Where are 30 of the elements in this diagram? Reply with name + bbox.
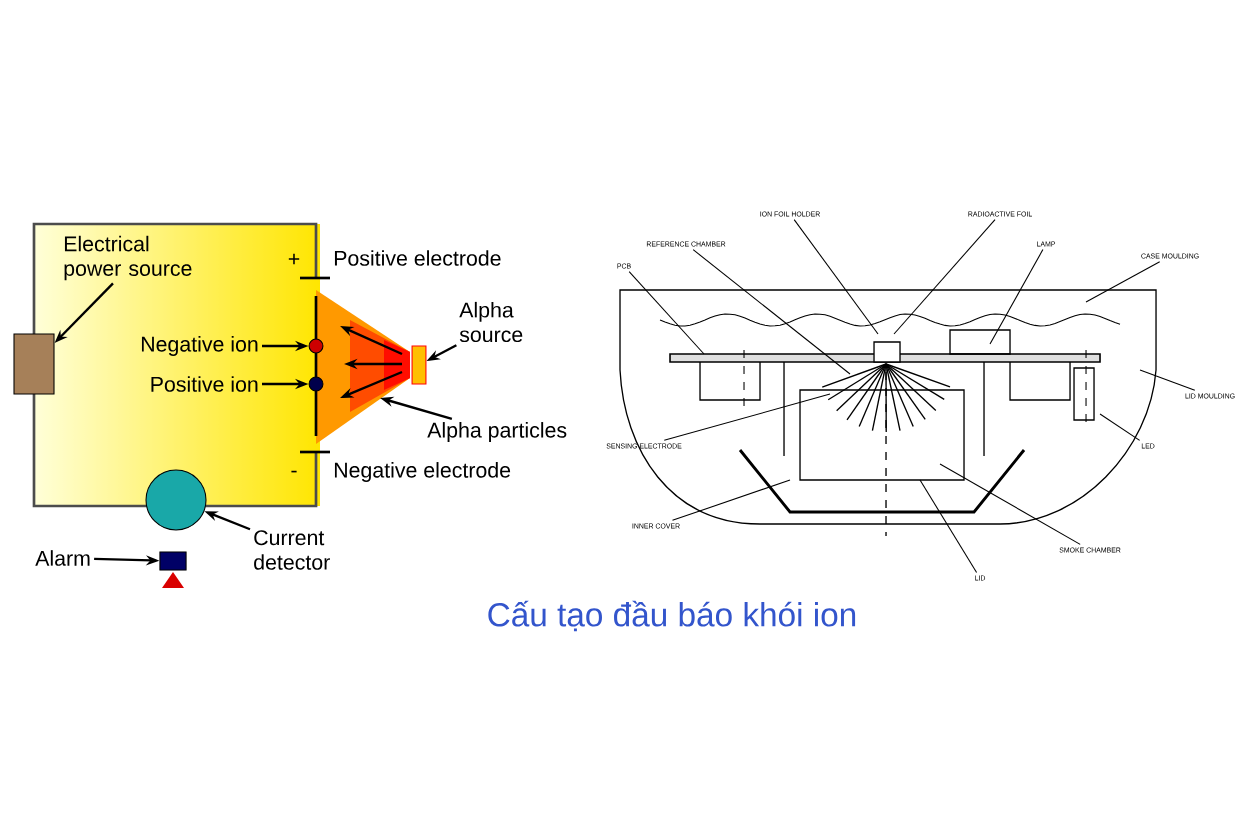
leader-line <box>919 479 978 573</box>
label-text: Current detector <box>254 530 330 570</box>
leader-line <box>671 479 791 521</box>
leader-line <box>663 393 831 441</box>
leader-line <box>1085 261 1161 303</box>
caption: Cấu tạo đầu báo khói ion <box>488 600 856 632</box>
alarm <box>159 551 187 571</box>
alpha-source <box>411 345 427 385</box>
label-text: Positive electrode <box>334 250 501 266</box>
sign: - <box>291 470 297 473</box>
label-text: Positive ion <box>151 376 258 392</box>
leader-line <box>893 219 996 335</box>
leader-line <box>1139 369 1196 391</box>
ion-dot <box>308 338 324 354</box>
leader-line <box>628 271 705 355</box>
sign: + <box>288 253 300 265</box>
battery <box>13 333 55 395</box>
leader-line <box>1099 413 1141 441</box>
leader-line <box>692 249 851 375</box>
leader-line <box>939 463 1081 545</box>
label-text: Alpha particles <box>427 422 567 442</box>
label-text: Negative ion <box>141 336 258 356</box>
label-text: Alpha source <box>459 301 523 343</box>
label-text: Alarm <box>35 550 90 566</box>
label-text: Negative electrode <box>334 462 511 482</box>
leader-line <box>989 249 1044 345</box>
ion-dot <box>308 376 324 392</box>
leader-line <box>793 219 879 335</box>
label-text: Electrical power source <box>64 235 192 281</box>
current-detector <box>145 469 207 531</box>
